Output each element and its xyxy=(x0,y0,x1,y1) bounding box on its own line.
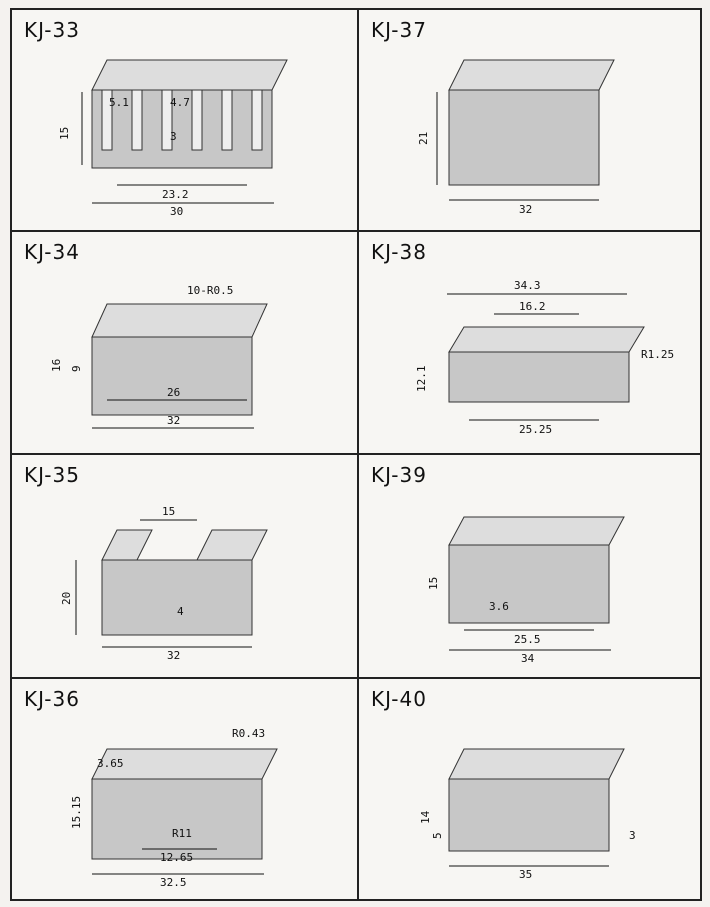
dim-height: 15 xyxy=(58,127,71,140)
model-title: KJ-36 xyxy=(24,687,80,711)
dim-height: 12.1 xyxy=(415,366,428,393)
dim-c: 3 xyxy=(170,130,177,143)
heatsink-drawing-kj-39: 15 3.6 25.5 34 xyxy=(427,516,625,665)
dim-width-2: 16.2 xyxy=(519,300,546,313)
dim-b: 4.7 xyxy=(170,96,190,109)
dim-radius-2: R11 xyxy=(172,827,192,840)
model-title: KJ-38 xyxy=(371,240,427,264)
dim-a: 3.65 xyxy=(97,757,124,770)
heatsink-drawing-kj-37: 21 32 xyxy=(417,59,615,216)
panel-kj-34: KJ-34 10-R0.5 16 9 26 32 xyxy=(12,232,357,453)
dim-width-2: 32.5 xyxy=(160,876,187,889)
dim-height-2: 9 xyxy=(70,365,83,372)
model-title: KJ-40 xyxy=(371,687,427,711)
model-title: KJ-35 xyxy=(24,463,80,487)
panel-kj-37: KJ-37 21 32 xyxy=(359,10,702,230)
heatsink-drawing-kj-40: 14 5 3 35 xyxy=(419,748,636,881)
dim-thickness: 3 xyxy=(629,829,636,842)
dim-width-1: 25.5 xyxy=(514,633,541,646)
panel-kj-35: KJ-35 15 20 4 32 xyxy=(12,455,357,677)
dim-radius: R1.25 xyxy=(641,348,674,361)
dim-width-1: 12.65 xyxy=(160,851,193,864)
dim-thickness: 4 xyxy=(177,605,184,618)
heatsink-drawing-kj-35: 15 20 4 32 xyxy=(60,505,268,662)
model-title: KJ-37 xyxy=(371,18,427,42)
panel-kj-39: KJ-39 15 3.6 25.5 34 xyxy=(359,455,702,677)
dim-width: 35 xyxy=(519,868,532,881)
dim-height-2: 5 xyxy=(431,832,444,839)
heatsink-drawing-kj-33: 15 5.1 4.7 3 23.2 30 xyxy=(58,59,288,218)
dim-width: 32 xyxy=(519,203,532,216)
model-title: KJ-33 xyxy=(24,18,80,42)
dim-width-2: 32 xyxy=(167,414,180,427)
heatsink-drawing-kj-34: 10-R0.5 16 9 26 32 xyxy=(50,284,268,429)
dim-radius: 10-R0.5 xyxy=(187,284,233,297)
dim-width-3: 25.25 xyxy=(519,423,552,436)
dim-a: 5.1 xyxy=(109,96,129,109)
row-divider xyxy=(12,230,700,232)
row-divider xyxy=(12,677,700,679)
model-title: KJ-39 xyxy=(371,463,427,487)
dim-height-1: 14 xyxy=(419,810,432,824)
dim-height: 15.15 xyxy=(70,796,83,829)
dim-width-1: 26 xyxy=(167,386,180,399)
panel-kj-38: KJ-38 34.3 16.2 12.1 R1.25 25.25 xyxy=(359,232,702,453)
heatsink-drawing-kj-36: 3.65 R0.43 15.15 R11 12.65 32.5 xyxy=(70,727,278,889)
panel-kj-40: KJ-40 14 5 3 35 xyxy=(359,679,702,901)
dim-height: 20 xyxy=(60,592,73,605)
dim-height-1: 16 xyxy=(50,359,63,372)
catalog-grid: KJ-33 15 5.1 4.7 3 23.2 30 KJ-37 21 xyxy=(10,8,702,901)
dim-width-1: 34.3 xyxy=(514,279,541,292)
dim-height: 21 xyxy=(417,132,430,145)
panel-kj-33: KJ-33 15 5.1 4.7 3 23.2 30 xyxy=(12,10,357,230)
heatsink-drawing-kj-38: 34.3 16.2 12.1 R1.25 25.25 xyxy=(415,279,674,436)
dim-width-1: 15 xyxy=(162,505,175,518)
dim-width-1: 23.2 xyxy=(162,188,189,201)
dim-height: 15 xyxy=(427,577,440,590)
panel-kj-36: KJ-36 3.65 R0.43 15.15 R11 12.65 32.5 xyxy=(12,679,357,901)
row-divider xyxy=(12,453,700,455)
dim-radius-1: R0.43 xyxy=(232,727,265,740)
dim-gap: 3.6 xyxy=(489,600,509,613)
model-title: KJ-34 xyxy=(24,240,80,264)
dim-width-2: 34 xyxy=(521,652,535,665)
dim-width-2: 32 xyxy=(167,649,180,662)
dim-width-2: 30 xyxy=(170,205,183,218)
